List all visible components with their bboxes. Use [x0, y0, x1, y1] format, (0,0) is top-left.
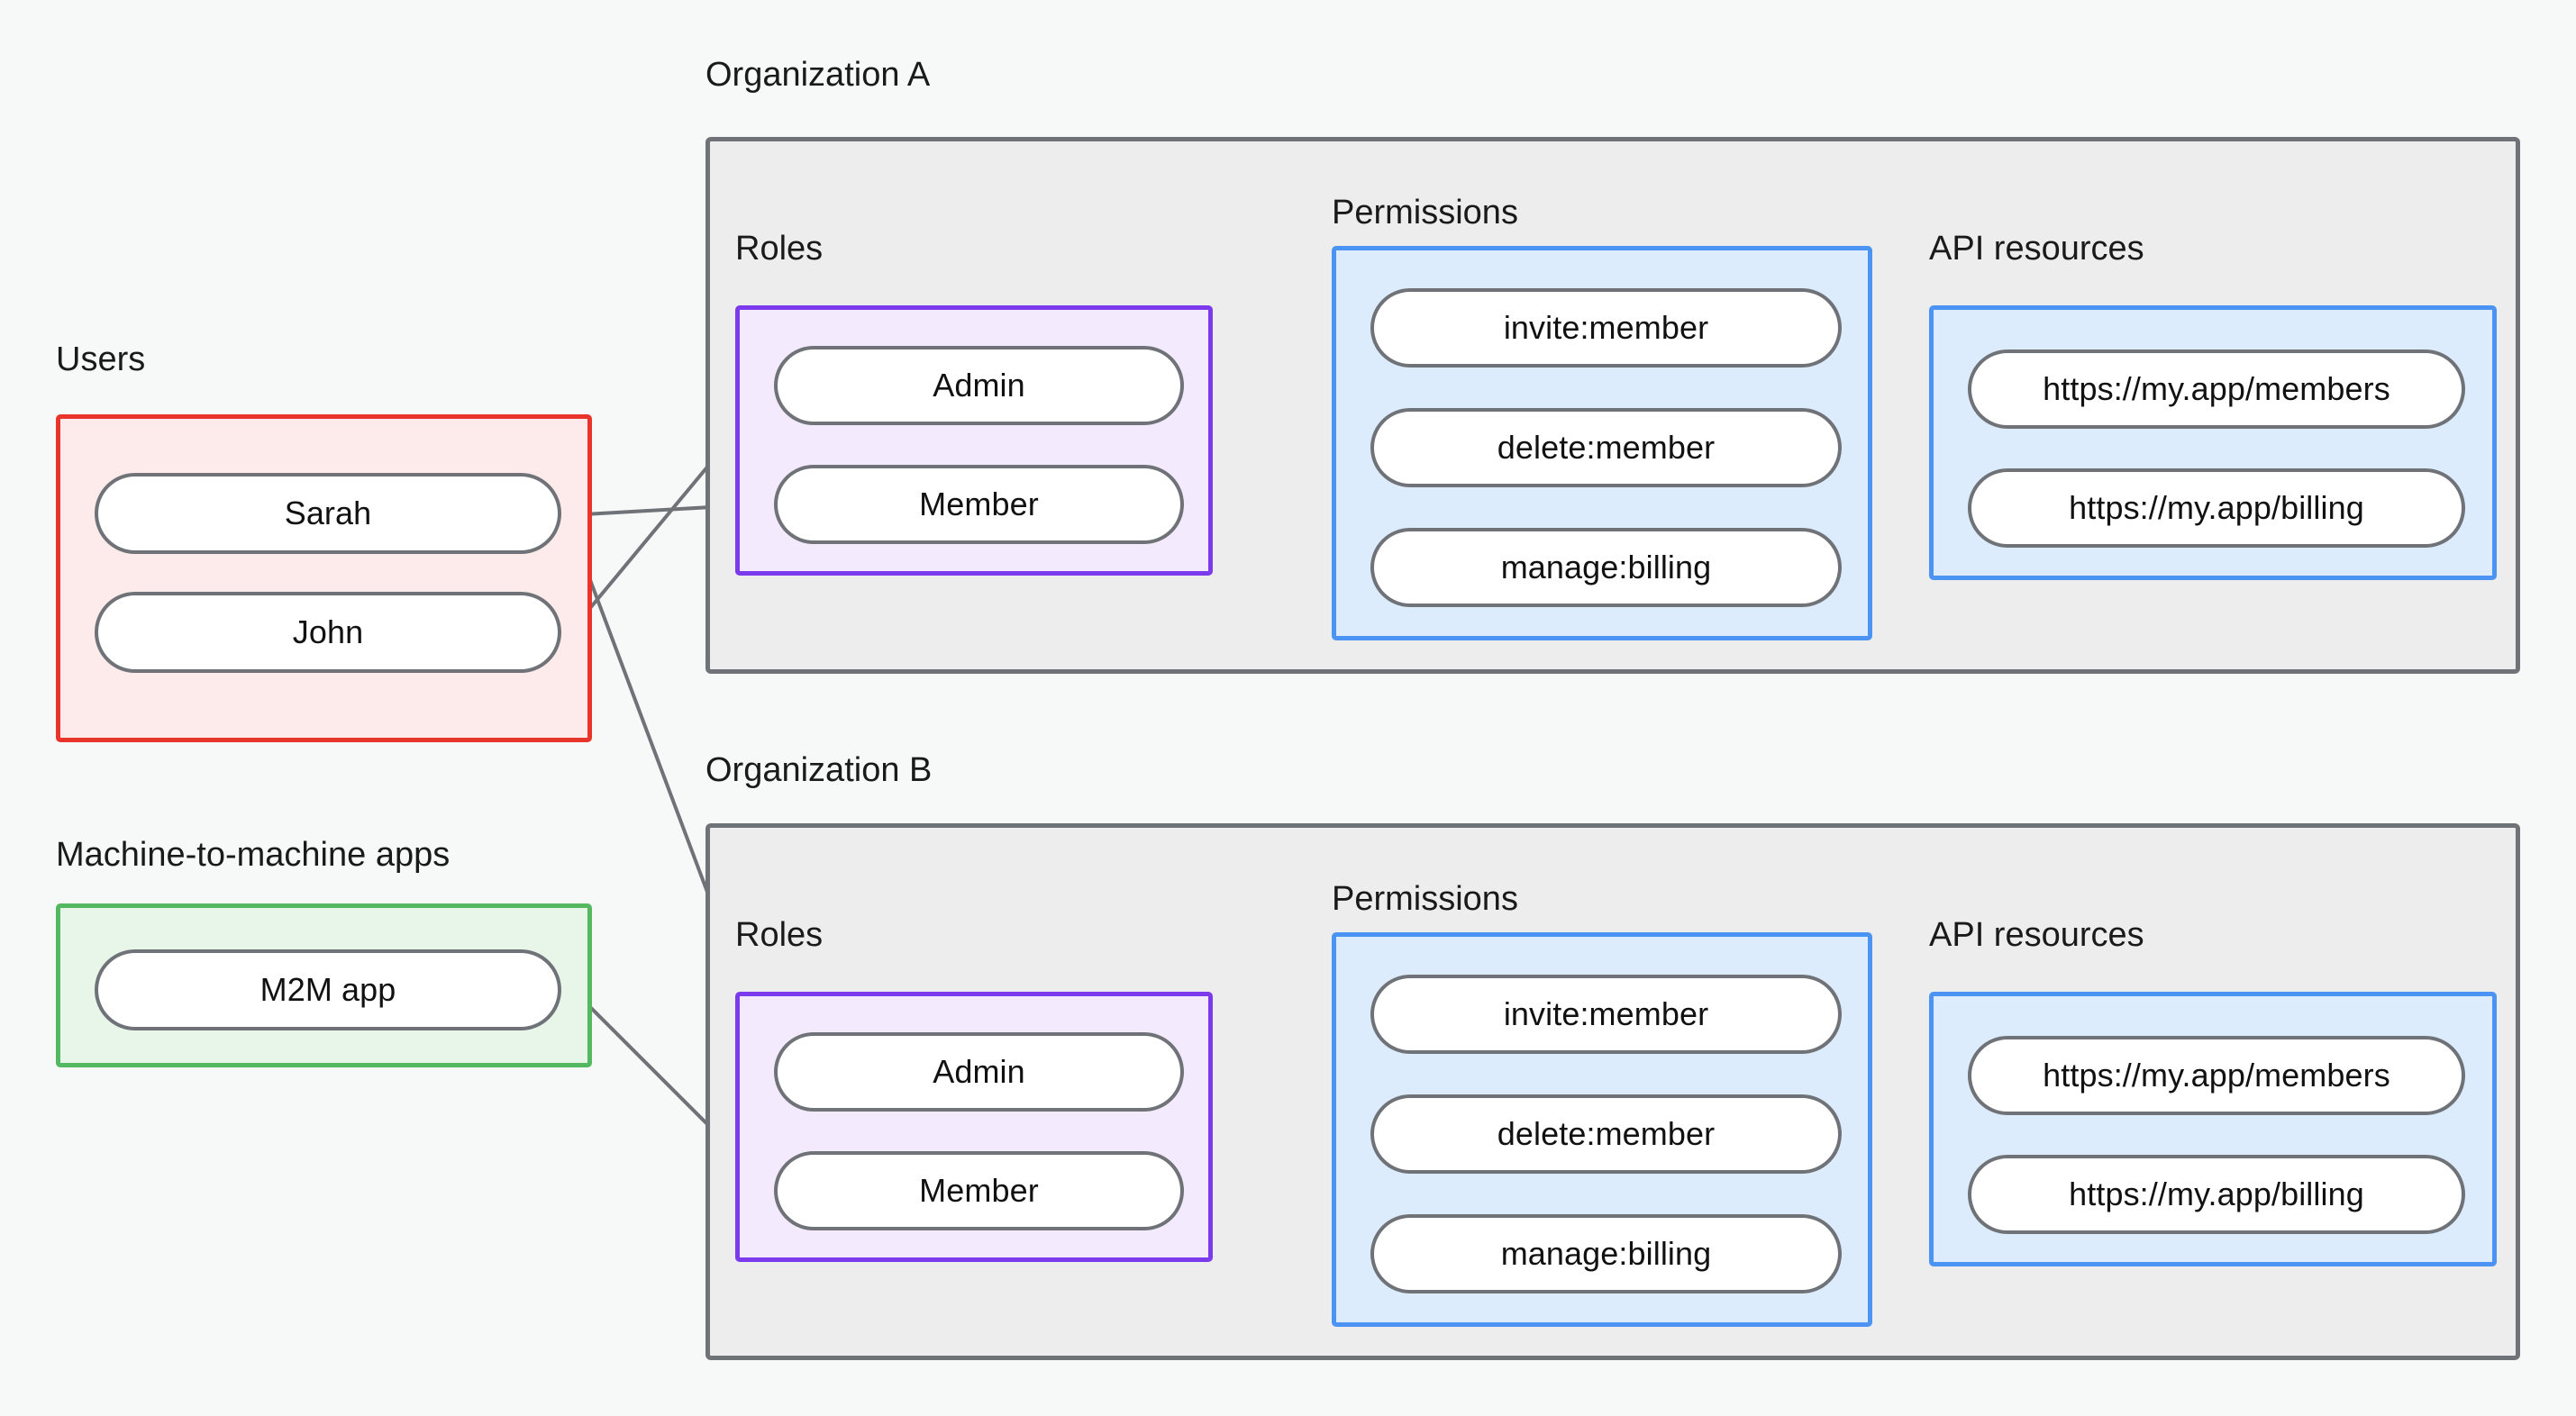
org-b-role-member[interactable]: Member — [774, 1151, 1184, 1230]
org-b-container: Roles Admin Member Permissions invite:me… — [705, 823, 2520, 1360]
users-group: Sarah John — [56, 414, 592, 742]
org-b-api-resources-caption: API resources — [1929, 916, 2144, 954]
org-a-api-resources-caption: API resources — [1929, 230, 2144, 268]
org-b-api-resource-billing[interactable]: https://my.app/billing — [1968, 1155, 2465, 1234]
org-a-permission-delete-member[interactable]: delete:member — [1370, 408, 1842, 487]
org-b-api-resources-group: https://my.app/members https://my.app/bi… — [1929, 992, 2497, 1266]
org-a-api-resource-billing[interactable]: https://my.app/billing — [1968, 468, 2465, 548]
org-a-api-resources-group: https://my.app/members https://my.app/bi… — [1929, 305, 2497, 580]
org-a-permission-manage-billing[interactable]: manage:billing — [1370, 528, 1842, 607]
org-b-roles-caption: Roles — [735, 916, 824, 954]
org-b-permission-manage-billing[interactable]: manage:billing — [1370, 1214, 1842, 1293]
org-b-permissions-caption: Permissions — [1332, 880, 1518, 918]
org-b-role-admin[interactable]: Admin — [774, 1032, 1184, 1112]
org-b-permissions-group: invite:member delete:member manage:billi… — [1332, 932, 1872, 1327]
org-b-permission-delete-member[interactable]: delete:member — [1370, 1094, 1842, 1174]
org-a-role-admin[interactable]: Admin — [774, 346, 1184, 425]
org-a-caption: Organization A — [705, 56, 931, 94]
org-a-roles-group: Admin Member — [735, 305, 1213, 576]
users-caption: Users — [56, 340, 146, 378]
org-b-roles-group: Admin Member — [735, 992, 1213, 1262]
org-a-roles-caption: Roles — [735, 230, 824, 268]
m2m-apps-group: M2M app — [56, 903, 592, 1067]
m2m-apps-caption: Machine-to-machine apps — [56, 836, 451, 874]
org-a-role-member[interactable]: Member — [774, 465, 1184, 544]
m2m-node-app[interactable]: M2M app — [95, 949, 561, 1030]
org-b-permission-invite-member[interactable]: invite:member — [1370, 975, 1842, 1054]
org-a-permissions-caption: Permissions — [1332, 194, 1518, 231]
user-node-sarah[interactable]: Sarah — [95, 473, 561, 554]
org-b-api-resource-members[interactable]: https://my.app/members — [1968, 1036, 2465, 1115]
org-a-container: Roles Admin Member Permissions invite:me… — [705, 137, 2520, 674]
org-a-permissions-group: invite:member delete:member manage:billi… — [1332, 246, 1872, 640]
org-b-caption: Organization B — [705, 751, 933, 789]
org-a-permission-invite-member[interactable]: invite:member — [1370, 288, 1842, 368]
org-a-api-resource-members[interactable]: https://my.app/members — [1968, 349, 2465, 429]
user-node-john[interactable]: John — [95, 592, 561, 673]
